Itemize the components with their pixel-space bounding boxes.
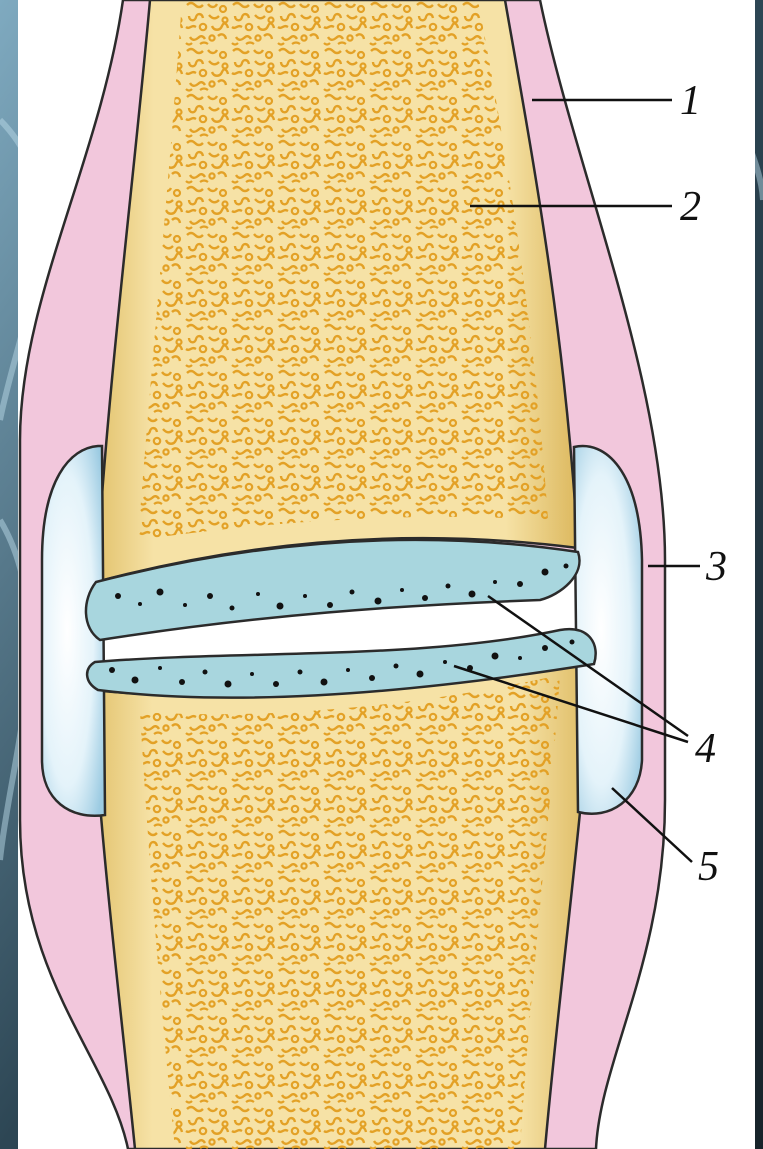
label-2: 2 — [680, 184, 701, 230]
upper-bone-spongy-tissue — [138, 0, 548, 540]
label-4: 4 — [695, 726, 716, 772]
lower-bone-spongy-tissue — [140, 675, 560, 1149]
label-1: 1 — [680, 78, 701, 124]
label-3: 3 — [705, 544, 727, 590]
synovial-pocket-right — [574, 446, 642, 814]
label-5: 5 — [698, 844, 719, 890]
